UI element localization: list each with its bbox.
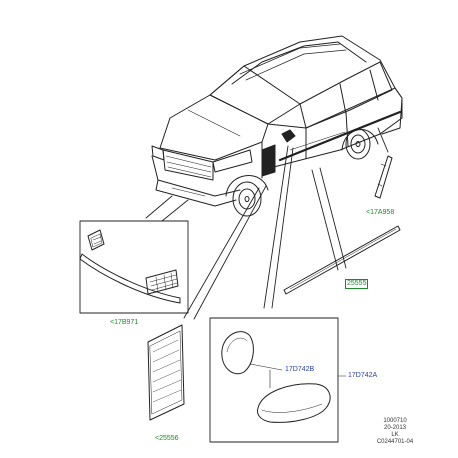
callout-25555[interactable]: 25555 [345, 279, 369, 289]
part-17a958 [374, 155, 393, 199]
callout-25556[interactable]: <25556 [155, 435, 179, 442]
callout-17d742b[interactable]: 17D742B [285, 366, 315, 373]
callout-17b971[interactable]: <17B971 [110, 319, 139, 326]
leader-lines [145, 127, 389, 320]
part-25555-moulding [283, 225, 401, 295]
reference-line-2: 20-2013 [383, 425, 407, 431]
reference-block: 1000710 20-2013 LK C0244701-04 [355, 418, 435, 446]
callout-17d742a[interactable]: 17D742A [348, 372, 378, 379]
vehicle-illustration [151, 35, 403, 217]
reference-line-4: C0244701-04 [376, 439, 414, 445]
callout-17a958[interactable]: <17A958 [366, 209, 395, 216]
reference-line-3: LK [391, 432, 399, 438]
part-17d742-mirror-box [209, 317, 347, 443]
part-17b971-box [79, 220, 189, 314]
reference-line-1: 1000710 [383, 418, 407, 424]
part-25556-panel [147, 324, 185, 421]
